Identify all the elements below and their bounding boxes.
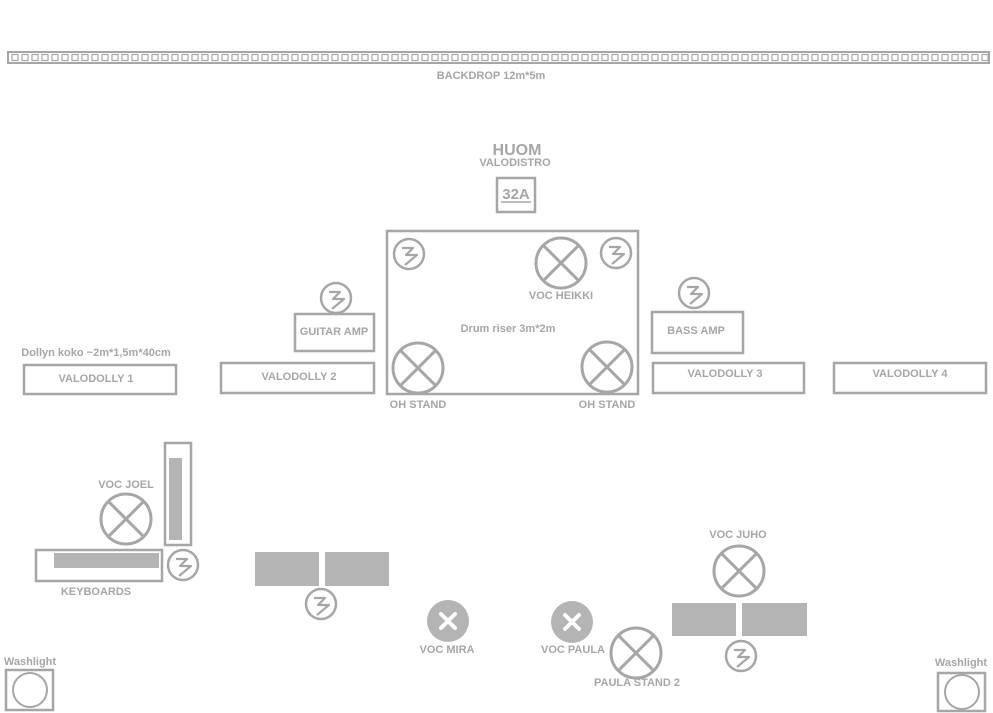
washlight-right-label: Washlight: [935, 657, 987, 669]
power-outlet-icon: [599, 236, 633, 270]
mic-paula-icon: [549, 599, 595, 645]
washlight-left-label: Washlight: [4, 656, 56, 668]
washlight-icon: [12, 672, 48, 708]
power-outlet-icon: [304, 587, 338, 621]
paula-stand2-label: PAULA STAND 2: [594, 677, 680, 689]
monitor-wedges-left: [255, 552, 389, 586]
power-outlet-icon: [724, 639, 758, 673]
light-dolly-3: VALODOLLY 3: [651, 361, 806, 395]
light-dolly-1: VALODOLLY 1: [22, 363, 178, 396]
bass-amp-label: BASS AMP: [667, 325, 725, 337]
light-dolly-1-label: VALODOLLY 1: [59, 373, 134, 385]
mic-paula-label: VOC PAULA: [541, 644, 605, 656]
keyboards-label: KEYBOARDS: [61, 586, 131, 598]
drum-riser-label: Drum riser 3m*2m: [461, 323, 556, 335]
dolly-size-label: Dollyn koko ~2m*1,5m*40cm: [21, 347, 171, 359]
washlight-left: Washlight: [4, 656, 56, 712]
monitor-wedges-right: [672, 603, 807, 636]
paula-stand2-icon: [609, 626, 663, 680]
oh-stand-left-label: OH STAND: [390, 399, 447, 411]
mic-joel-label: VOC JOEL: [98, 479, 154, 491]
guitar-amp: GUITAR AMP: [293, 312, 376, 353]
light-dolly-4: VALODOLLY 4: [832, 361, 988, 395]
drum-riser: Drum riser 3m*2m: [385, 229, 640, 396]
guitar-amp-label: GUITAR AMP: [300, 326, 368, 338]
backdrop-label: BACKDROP 12m*5m: [437, 70, 546, 82]
oh-stand-right-label: OH STAND: [579, 399, 636, 411]
washlight-icon: [944, 674, 980, 710]
light-dolly-4-label: VALODOLLY 4: [873, 368, 949, 380]
oh-stand-right-icon: [580, 340, 634, 394]
notice-title: HUOM: [493, 142, 542, 159]
notice-subtitle: VALODISTRO: [479, 157, 551, 169]
power-outlet-icon: [392, 237, 426, 271]
mic-juho-icon: [712, 544, 766, 598]
mic-heikki-label: VOC HEIKKI: [529, 290, 593, 302]
keyboard-vertical: [163, 441, 193, 547]
power-spec: 32A: [502, 186, 530, 203]
mic-joel-icon: [99, 492, 153, 546]
backdrop-pattern: [11, 53, 989, 62]
backdrop: BACKDROP 12m*5m: [7, 51, 990, 82]
power-outlet-icon: [319, 281, 353, 315]
oh-stand-left-icon: [391, 341, 445, 395]
bass-amp: BASS AMP: [650, 310, 745, 355]
mic-juho-label: VOC JUHO: [709, 529, 767, 541]
light-dolly-2: VALODOLLY 2: [219, 361, 376, 395]
light-dolly-3-label: VALODOLLY 3: [688, 368, 763, 380]
washlight-right: Washlight: [935, 657, 987, 713]
mic-mira-icon: [425, 598, 471, 644]
mic-heikki-icon: [534, 236, 588, 290]
power-outlet-icon: [677, 276, 711, 310]
mic-mira-label: VOC MIRA: [420, 644, 475, 656]
power-outlet-icon: [166, 548, 200, 582]
keyboard-horizontal: KEYBOARDS: [34, 548, 164, 598]
power-distro-box: 32A: [495, 176, 537, 214]
light-dolly-2-label: VALODOLLY 2: [262, 371, 337, 383]
